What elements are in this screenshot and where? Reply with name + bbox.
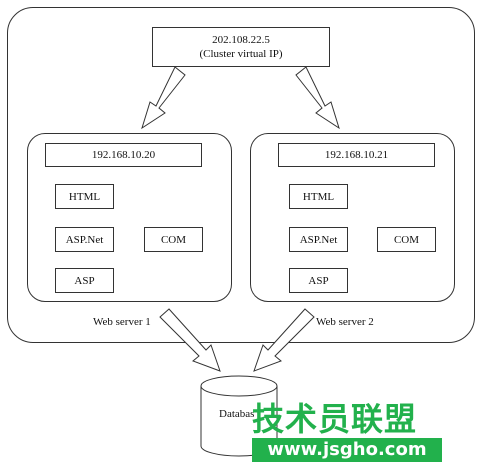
web-server-1-aspnet-label: ASP.Net — [65, 233, 104, 246]
web-server-1-com: COM — [144, 227, 203, 252]
web-server-2-com: COM — [377, 227, 436, 252]
arrow-cluster-to-server1 — [141, 66, 186, 130]
web-server-2-html: HTML — [289, 184, 348, 209]
cluster-ip-box: 202.108.22.5 (Cluster virtual IP) — [152, 27, 330, 67]
database-label: Databas — [219, 408, 255, 420]
web-server-1-label: Web server 1 — [93, 316, 151, 328]
web-server-2-ip-box: 192.168.10.21 — [278, 143, 435, 167]
arrow-server2-to-database — [253, 308, 315, 372]
web-server-2-aspnet-label: ASP.Net — [299, 233, 338, 246]
web-server-1-aspnet: ASP.Net — [55, 227, 114, 252]
cluster-ip: 202.108.22.5 — [212, 34, 270, 46]
web-server-2-com-label: COM — [393, 233, 420, 246]
web-server-1-ip: 192.168.10.20 — [91, 149, 156, 161]
web-server-2-label: Web server 2 — [316, 316, 374, 328]
web-server-1-ip-box: 192.168.10.20 — [45, 143, 202, 167]
web-server-2-ip: 192.168.10.21 — [324, 149, 389, 161]
web-server-1-html-label: HTML — [68, 190, 101, 203]
web-server-2-html-label: HTML — [302, 190, 335, 203]
web-server-1-html: HTML — [55, 184, 114, 209]
cluster-caption: (Cluster virtual IP) — [199, 48, 283, 60]
web-server-2-asp: ASP — [289, 268, 348, 293]
web-server-1-asp: ASP — [55, 268, 114, 293]
watermark-url: www.jsgho.com — [252, 438, 442, 462]
arrow-cluster-to-server2 — [295, 66, 340, 130]
web-server-2-asp-label: ASP — [308, 274, 329, 287]
arrow-server1-to-database — [159, 308, 221, 372]
watermark-title: 技术员联盟 — [252, 400, 418, 438]
web-server-1-asp-label: ASP — [74, 274, 95, 287]
web-server-2-aspnet: ASP.Net — [289, 227, 348, 252]
web-server-1-com-label: COM — [160, 233, 187, 246]
